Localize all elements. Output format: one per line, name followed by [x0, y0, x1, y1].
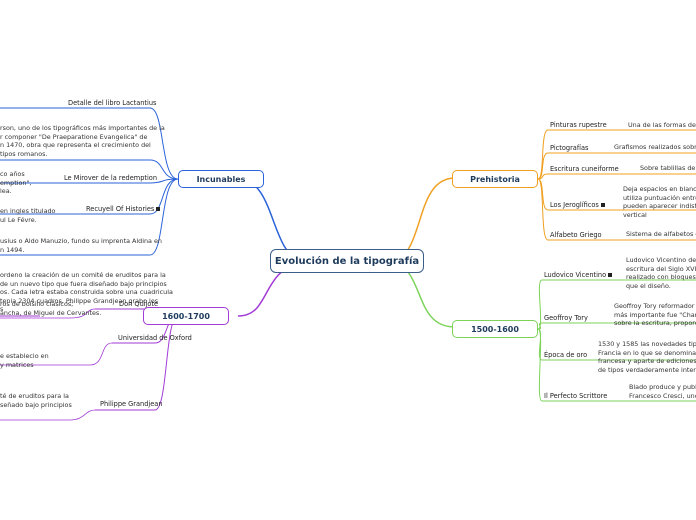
- s1500-item-label[interactable]: Geoffroy Tory: [544, 314, 588, 322]
- s1500-text-line: Blado produce y publica: [629, 383, 696, 391]
- central-topic[interactable]: Evolución de la tipografía: [270, 249, 424, 273]
- prehistoria-text-line: Deja espacios en blanco, n: [623, 185, 696, 193]
- s1600-item-label[interactable]: Universidad de Oxford: [118, 334, 192, 342]
- s1500-text-line: Geoffroy Tory reformador de: [614, 302, 696, 310]
- prehistoria-text-line: Sistema de alfabetos de l: [626, 230, 696, 238]
- incunables-text-line: r componer "De Praeparatione Evangelica"…: [0, 132, 148, 141]
- prehistoria-text-line: vertical: [623, 210, 647, 219]
- incunables-text-line: rson, uno de los tipográficos más import…: [0, 124, 165, 132]
- incunables-text-line: tipos romanos.: [0, 149, 48, 158]
- s1600-sub: [69, 409, 96, 421]
- incunables-item-label[interactable]: Detalle del libro Lactantius: [68, 99, 157, 107]
- note-icon: [608, 273, 613, 277]
- s1500-text-line: que el diseño.: [626, 281, 671, 290]
- incunables-text-line: ul Le Févre.: [0, 215, 37, 224]
- s1600-text-line: s: [0, 305, 4, 314]
- incunables-text-line: n 1494.: [0, 245, 25, 254]
- note-icon: [156, 207, 161, 211]
- s1500-text-line: realizado con bloques de: [626, 273, 696, 282]
- s1600-text-line: e establecio en: [0, 352, 49, 360]
- prehistoria-item-label[interactable]: Los Jeroglíficos: [550, 201, 605, 209]
- s1500-text-line: Francesco Cresci, uno d: [629, 391, 696, 400]
- s1600-text-line: tenia 2304 cuadros, Philippe Grandjean g…: [0, 296, 159, 305]
- s1500-text-line: más importante fue "Champfl: [614, 310, 696, 319]
- s1600-sub: [89, 342, 113, 366]
- incunables-text-line: co años: [0, 170, 25, 178]
- prehistoria-item-label[interactable]: Escritura cuneiforme: [550, 165, 619, 173]
- main-topic-prehistoria[interactable]: Prehistoria: [452, 170, 538, 188]
- incunables-item-label[interactable]: Le Mirover de la redemption: [64, 174, 158, 182]
- incunables-connector: [149, 107, 179, 180]
- prehistoria-text-line: Una de las formas de e: [628, 121, 696, 129]
- s1500-text-line: Ludovico Vicentino degli A: [626, 256, 696, 264]
- s1600-text-line: os. Cada letra estaba construida sobre u…: [0, 288, 173, 297]
- prehistoria-text-line: Grafismos realizados sobre r: [614, 143, 696, 151]
- prehistoria-item-label[interactable]: Alfabeto Griego: [550, 231, 602, 239]
- s1600-item-label[interactable]: Philippe Grandjean: [100, 400, 163, 408]
- s1500-text-line: francesa y aparte de ediciones: [598, 357, 696, 366]
- main-topic-1500[interactable]: 1500-1600: [452, 320, 538, 338]
- prehistoria-item-label[interactable]: Pinturas rupestre: [550, 121, 607, 129]
- prehistoria-text-line: utiliza puntuación entre f: [623, 193, 696, 202]
- prehistoria-connector: [537, 152, 549, 180]
- s1500-text-line: 1530 y 1585 las novedades tip: [598, 340, 696, 348]
- incunables-connector: [149, 178, 179, 215]
- s1500-item-label[interactable]: Ludovico Vicentino: [544, 271, 613, 279]
- incunables-item-label[interactable]: Recuyell Of Histories: [86, 205, 161, 213]
- s1500-connector: [537, 279, 543, 330]
- s1600-item-label[interactable]: Don Quijote: [119, 300, 159, 308]
- s1500-text-line: escritura del Siglo XVI. En: [626, 264, 696, 273]
- incunables-text-line: n 1470, obra que representa el crecimien…: [0, 141, 151, 150]
- s1600-text-line: ordeno la creación de un comité de erudi…: [0, 271, 166, 279]
- main-topic-1600[interactable]: 1600-1700: [143, 307, 229, 325]
- prehistoria-connector: [537, 178, 549, 241]
- note-icon: [600, 203, 605, 207]
- s1600-text-line: ancha, de Miguel de Cervantes.: [0, 308, 102, 317]
- prehistoria-text-line: Sobre tablillas de ar: [640, 164, 696, 172]
- s1500-text-line: Francia en lo que se denomina: [598, 348, 696, 357]
- s1500-item-label[interactable]: Il Perfecto Scrittore: [544, 392, 608, 400]
- incunables-text-line: usius o Aldo Manuzio, fundo su imprenta …: [0, 237, 162, 245]
- prehistoria-text-line: pueden aparecer indistint: [623, 202, 696, 211]
- s1600-sub: [69, 308, 96, 319]
- s1600-text-line: señado bajo principios: [0, 400, 72, 409]
- incunables-text-line: emption",: [0, 178, 32, 187]
- incunables-connector: [149, 159, 179, 180]
- s1500-connector: [537, 328, 543, 402]
- s1600-text-line: y matrices: [0, 360, 34, 369]
- incunables-connector: [149, 178, 179, 256]
- prehistoria-connector: [537, 178, 549, 211]
- prehistoria-connector: [537, 173, 549, 180]
- s1600-text-line: té de eruditos para la: [0, 392, 69, 400]
- s1500-item-label[interactable]: Época de oro: [544, 351, 588, 359]
- prehistoria-item-label[interactable]: Pictografías: [550, 144, 589, 152]
- prehistoria-connector: [537, 129, 549, 180]
- s1600-text-line: ros de bolsillo clásicos;: [0, 300, 74, 308]
- main-topic-incunables[interactable]: Incunables: [178, 170, 264, 188]
- s1500-text-line: de tipos verdaderamente inter: [598, 365, 696, 374]
- incunables-text-line: en ingles titulado: [0, 207, 56, 215]
- s1600-text-line: de un nuevo tipo que fuera diseñado bajo…: [0, 279, 167, 288]
- s1500-connector: [537, 322, 543, 330]
- incunables-text-line: lea.: [0, 187, 12, 196]
- s1500-text-line: sobre la escritura, proporción: [614, 319, 696, 328]
